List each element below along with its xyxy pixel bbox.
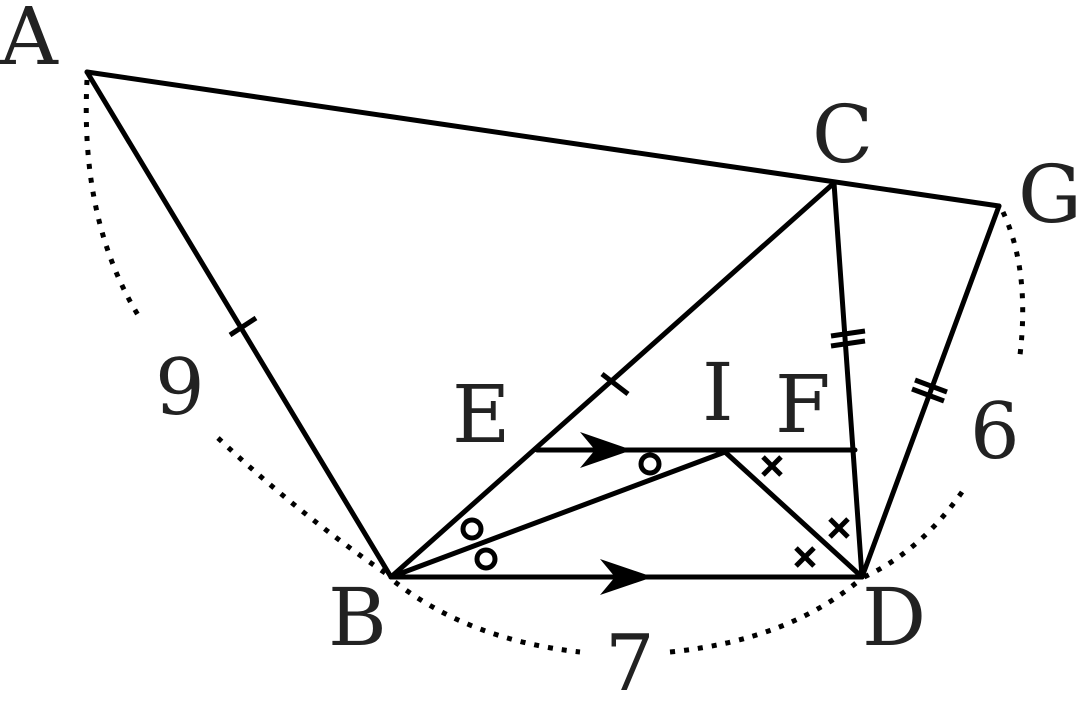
segment-GD [859,203,1002,580]
parallel-arrow-bd [600,559,653,595]
angle-mark-cross-idf [828,517,850,539]
length-label-ab: 9 [155,343,205,433]
point-label-g: G [1018,148,1078,241]
point-label-e: E [452,368,510,461]
segment-ID [722,449,865,580]
length-label-dg: 6 [970,387,1020,477]
point-label-b: B [328,571,387,664]
double-tick-cd-2 [830,338,866,349]
dotted-arc-dg-upper [1000,210,1026,356]
dotted-arc-bd-right [669,576,864,655]
parallel-arrow-ef [580,432,632,468]
point-label-a: A [0,0,59,83]
length-label-bd: 7 [605,619,655,709]
double-tick-cd-1 [830,328,866,339]
dotted-arc-bd-left [393,580,581,655]
point-label-c: C [812,88,873,181]
tick-bc [600,372,630,396]
point-label-d: D [862,571,926,664]
angle-mark-circle-ibd [474,547,498,571]
point-label-f: F [775,358,831,451]
double-tick-gd-1 [914,377,948,395]
segment-AG [84,69,1002,209]
angle-mark-circle-ebi [460,517,484,541]
angle-mark-cross-idb [794,546,816,568]
segment-AB [84,69,394,580]
segment-CD [831,180,865,580]
segment-BI [388,449,728,580]
tick-ab [228,315,258,338]
dotted-arc-ab-lower [216,436,393,580]
point-label-i: I [702,346,734,439]
angle-mark-circle-eib [638,452,662,476]
angle-mark-cross-fid [761,455,783,477]
dotted-arc-dg-lower [860,490,965,581]
dotted-arc-ab-upper [83,79,141,317]
double-tick-gd-2 [911,386,945,404]
